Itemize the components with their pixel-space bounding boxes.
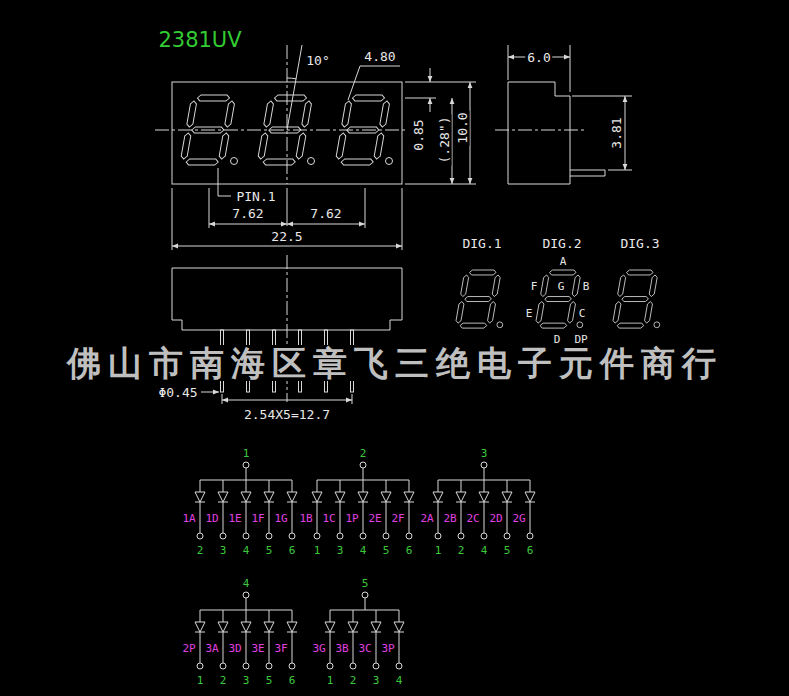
segment-name: 1E [226,512,243,525]
dimension-label: 4.80 [362,49,397,64]
segment-name: 1C [320,512,337,525]
segment-name: 1A [180,512,197,525]
pin-number: 2 [195,544,206,557]
dimension-label: 10° [304,53,331,68]
segment-name: 1P [343,512,360,525]
segment-name: 3A [203,642,220,655]
common-pin-number: 1 [241,447,252,460]
segment-name: 3C [356,642,373,655]
segment-letter: F [529,280,540,293]
pin-number: 5 [502,544,513,557]
pin-number: 1 [325,674,336,687]
pin-number: 3 [371,674,382,687]
digit-label: DIG.1 [460,236,503,251]
common-pin-number: 3 [479,447,490,460]
segment-name: 1F [249,512,266,525]
segment-letter: DP [572,333,589,346]
pin-number: 1 [195,674,206,687]
segment-letter: B [581,280,592,293]
pin-number: 4 [394,674,405,687]
segment-name: 3F [272,642,289,655]
common-pin-number: 5 [360,577,371,590]
pin-number: 6 [287,674,298,687]
segment-letter: C [577,307,588,320]
pin-number: 1 [312,544,323,557]
dimension-label: (.28") [437,115,452,166]
dimension-label: 0.85 [411,117,426,152]
segment-letter: G [556,280,567,293]
segment-name: 1D [203,512,220,525]
segment-name: 2G [510,512,527,525]
digit-label: DIG.2 [540,236,583,251]
pin-number: 5 [264,674,275,687]
pin-number: 4 [241,544,252,557]
segment-letter: A [558,255,569,268]
pin-number: 3 [218,544,229,557]
dimension-label: 10.0 [455,110,470,145]
pin-number: 3 [335,544,346,557]
pin-number: 2 [348,674,359,687]
segment-name: 2F [389,512,406,525]
common-pin-number: 2 [358,447,369,460]
segment-letter: E [524,307,535,320]
segment-name: 2D [487,512,504,525]
dimension-label: 22.5 [269,229,304,244]
dimension-label: 6.0 [525,50,552,65]
segment-name: 2P [180,642,197,655]
pin-number: 2 [218,674,229,687]
segment-name: 1G [272,512,289,525]
pin-number: 4 [479,544,490,557]
segment-name: 2C [464,512,481,525]
dimension-label: Φ0.45 [156,385,199,400]
segment-name: 2B [441,512,458,525]
digit-label: DIG.3 [618,236,661,251]
pin-number: 6 [404,544,415,557]
pin-number: 1 [433,544,444,557]
pin-number: 5 [264,544,275,557]
segment-name: 3P [379,642,396,655]
dimension-label: 7.62 [230,206,265,221]
pin-number: 5 [381,544,392,557]
part-number-title: 2381UV [156,29,243,52]
pin-number: 3 [241,674,252,687]
segment-name: 3B [333,642,350,655]
segment-name: 2E [366,512,383,525]
dimension-label: 3.81 [609,115,624,150]
segment-name: 3G [310,642,327,655]
segment-name: 2A [418,512,435,525]
segment-letter: D [552,333,563,346]
segment-name: 3E [249,642,266,655]
pin-number: 4 [358,544,369,557]
segment-name: 1B [297,512,314,525]
watermark: 佛山市南海区章飞三绝电子元件商行 [65,345,725,381]
pin-number: 6 [287,544,298,557]
dimension-label: 7.62 [308,206,343,221]
pin-number: 6 [525,544,536,557]
segment-name: 3D [226,642,243,655]
dimension-label: 2.54X5=12.7 [242,407,332,422]
common-pin-number: 4 [241,577,252,590]
pin-number: 2 [456,544,467,557]
dimension-label: PIN.1 [234,189,277,204]
